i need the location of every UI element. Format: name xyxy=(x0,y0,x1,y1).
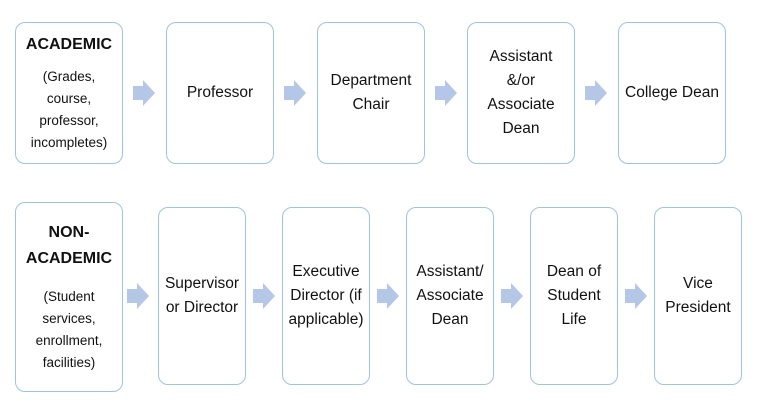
academic-step-label: College Dean xyxy=(625,84,719,101)
non-academic-step-label: Dean of Student Life xyxy=(546,263,602,328)
non-academic-title: NON- ACADEMIC xyxy=(25,224,113,267)
academic-start-box: ACADEMIC (Grades, course, professor, inc… xyxy=(15,22,123,164)
non-academic-step-executive-director: Executive Director (if applicable) xyxy=(282,207,370,385)
academic-step-associate-dean: Assistant &/or Associate Dean xyxy=(467,22,575,164)
right-arrow-icon xyxy=(585,80,607,106)
academic-step-department-chair: Department Chair xyxy=(317,22,425,164)
academic-step-professor: Professor xyxy=(166,22,274,164)
non-academic-step-supervisor: Supervisor or Director xyxy=(158,207,246,385)
non-academic-step-label: Vice President xyxy=(665,275,731,316)
right-arrow-icon xyxy=(133,80,155,106)
non-academic-step-vice-president: Vice President xyxy=(654,207,742,385)
non-academic-detail: (Student services, enrollment, facilitie… xyxy=(35,289,103,370)
non-academic-step-dean-of-student-life: Dean of Student Life xyxy=(530,207,618,385)
right-arrow-icon xyxy=(284,80,306,106)
right-arrow-icon xyxy=(435,80,457,106)
right-arrow-icon xyxy=(127,283,149,309)
non-academic-step-label: Executive Director (if applicable) xyxy=(288,263,364,328)
academic-step-label: Professor xyxy=(186,84,254,101)
academic-step-college-dean: College Dean xyxy=(618,22,726,164)
non-academic-step-label: Assistant/ Associate Dean xyxy=(416,263,484,328)
non-academic-step-label: Supervisor or Director xyxy=(164,275,240,316)
right-arrow-icon xyxy=(501,283,523,309)
non-academic-start-box: NON- ACADEMIC (Student services, enrollm… xyxy=(15,202,123,392)
academic-detail: (Grades, course, professor, incompletes) xyxy=(30,69,108,150)
academic-title: ACADEMIC xyxy=(25,36,113,53)
non-academic-step-associate-dean: Assistant/ Associate Dean xyxy=(406,207,494,385)
right-arrow-icon xyxy=(253,283,275,309)
right-arrow-icon xyxy=(377,283,399,309)
academic-step-label: Assistant &/or Associate Dean xyxy=(487,48,555,137)
academic-step-label: Department Chair xyxy=(330,72,412,113)
right-arrow-icon xyxy=(625,283,647,309)
